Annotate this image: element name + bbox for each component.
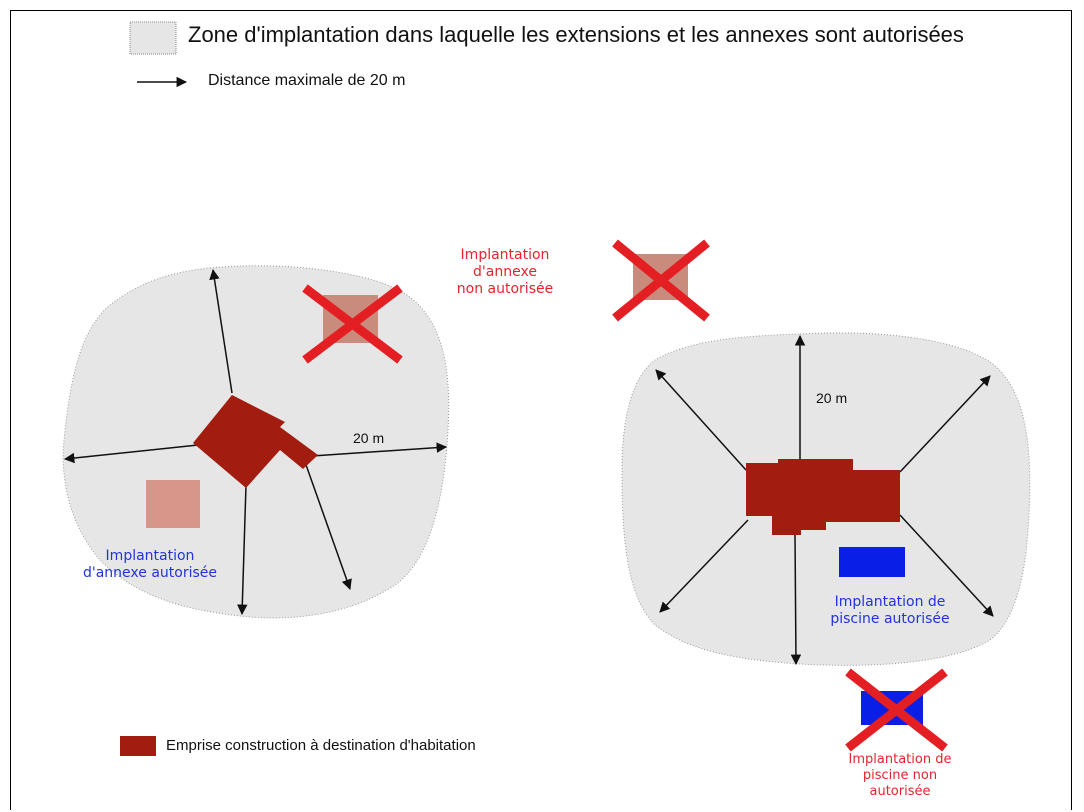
label-piscine-forbidden: Implantation de piscine non autorisée	[820, 752, 980, 800]
legend-zone-swatch	[129, 21, 177, 55]
diagram-frame	[10, 10, 1072, 810]
right-piscine-allowed	[839, 547, 905, 577]
left-cross-line-2	[302, 284, 403, 364]
left-arrow-bottom-right	[304, 461, 352, 590]
label-annexe-allowed-line2: d'annexe autorisée	[82, 565, 218, 581]
legend-distance-label: Distance maximale de 20 m	[208, 72, 406, 89]
label-piscine-allowed-line2: piscine autorisée	[830, 611, 950, 627]
right-arrow-bottom-left	[659, 519, 749, 613]
right-arrow-bottom	[790, 534, 802, 666]
label-annexe-forbidden: Implantation d'annexe non autorisée	[430, 247, 580, 298]
label-annexe-allowed: Implantation d'annexe autorisée	[60, 548, 240, 582]
label-annexe-allowed-line1: Implantation	[105, 548, 195, 564]
right-arrow-top-right	[899, 375, 991, 473]
distance-label-right: 20 m	[816, 390, 848, 406]
legend-habitation-label: Emprise construction à destination d'hab…	[166, 737, 476, 754]
pool-cross-line-2	[845, 668, 948, 752]
left-annexe-allowed	[146, 480, 200, 528]
label-piscine-forbidden-line3: autorisée	[869, 784, 931, 799]
label-piscine-allowed-line1: Implantation de	[834, 594, 946, 610]
right-arrow-bottom-right	[899, 514, 994, 617]
left-arrow-left	[63, 444, 199, 464]
label-annexe-forbidden-line2: d'annexe	[473, 264, 537, 280]
left-arrow-bottom	[237, 484, 248, 616]
label-annexe-forbidden-line3: non autorisée	[456, 281, 554, 297]
legend-habitation-swatch	[120, 736, 156, 756]
right-habitation	[746, 459, 900, 535]
distance-label-left: 20 m	[353, 430, 385, 446]
right-arrow-top-left	[655, 369, 747, 471]
left-arrow-right	[311, 442, 448, 457]
left-habitation	[193, 395, 318, 488]
middle-cross-line-2	[612, 239, 710, 322]
legend-zone-label: Zone d'implantation dans laquelle les ex…	[188, 22, 964, 47]
label-annexe-forbidden-line1: Implantation	[460, 247, 550, 263]
label-piscine-allowed: Implantation de piscine autorisée	[800, 594, 980, 628]
left-arrow-top	[209, 268, 233, 394]
label-piscine-forbidden-line1: Implantation de	[848, 752, 952, 767]
label-piscine-forbidden-line2: piscine non	[862, 768, 938, 783]
